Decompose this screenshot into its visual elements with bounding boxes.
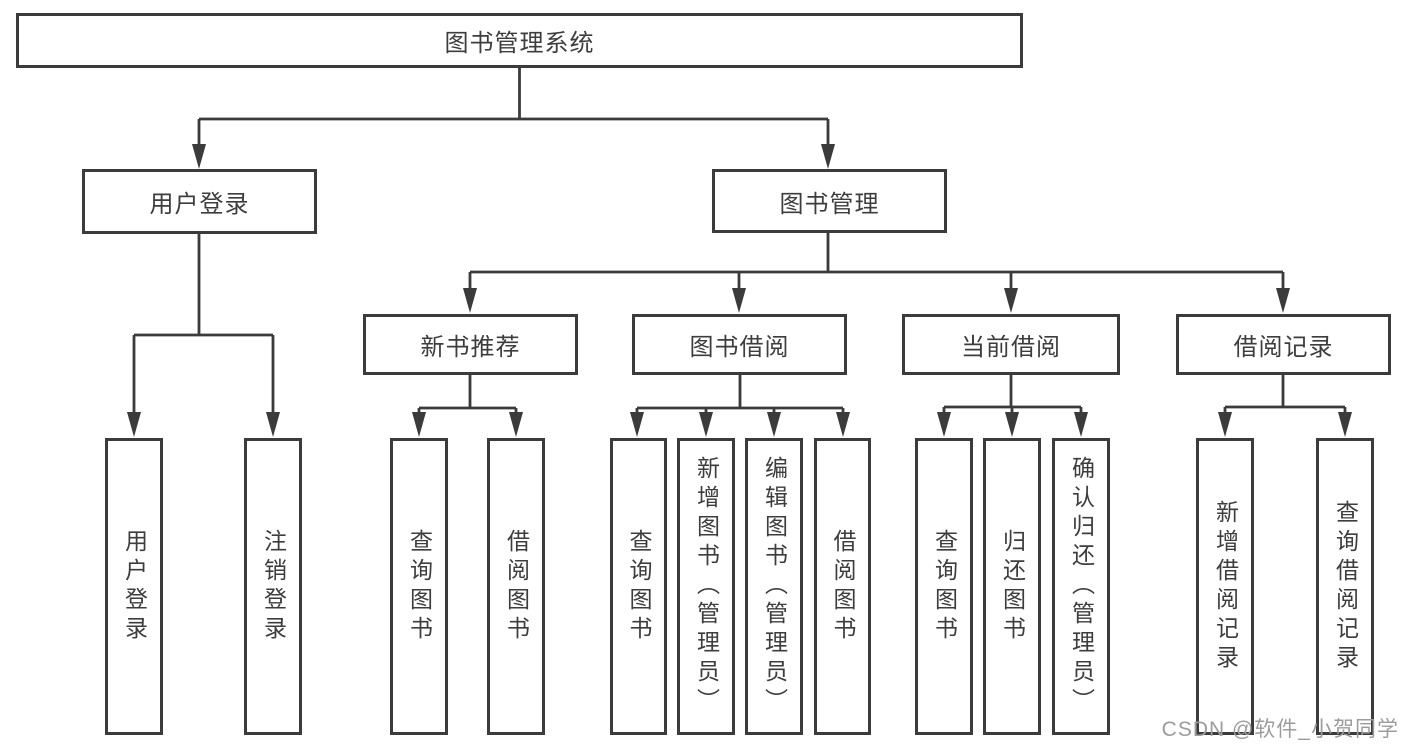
- node-book-borrowing: 图书借阅: [632, 314, 847, 375]
- arrowheads: [127, 144, 1352, 437]
- node-label: 新增借阅记录: [1212, 499, 1239, 674]
- node-label: 用户登录: [149, 191, 250, 218]
- node-add-book-admin: 新增图书（管理员）: [677, 438, 735, 735]
- node-label: 查询图书: [406, 528, 433, 645]
- node-label: 借阅图书: [503, 528, 530, 645]
- node-label: 新增图书（管理员）: [693, 456, 720, 717]
- node-borrow-records: 借阅记录: [1176, 314, 1391, 375]
- node-label: 查询图书: [626, 528, 652, 645]
- node-query-books-borrowing: 查询图书: [610, 438, 667, 735]
- node-label: 图书管理系统: [444, 30, 595, 57]
- node-logout: 注销登录: [244, 438, 302, 735]
- node-label: 查询借阅记录: [1332, 499, 1359, 674]
- node-query-books-recommend: 查询图书: [390, 438, 448, 735]
- node-borrow-books-recommend: 借阅图书: [487, 438, 545, 735]
- node-borrow-books-borrowing: 借阅图书: [814, 438, 871, 735]
- node-label: 新书推荐: [420, 334, 521, 361]
- node-add-borrow-record: 新增借阅记录: [1196, 438, 1254, 735]
- node-label: 归还图书: [999, 528, 1026, 645]
- node-user-login-leaf: 用户登录: [105, 438, 163, 735]
- node-user-login: 用户登录: [82, 169, 317, 234]
- node-confirm-return-admin: 确认归还（管理员）: [1052, 438, 1110, 735]
- node-query-borrow-record: 查询借阅记录: [1316, 438, 1374, 735]
- node-book-management: 图书管理: [712, 169, 947, 233]
- node-label: 确认归还（管理员）: [1068, 456, 1095, 717]
- node-new-book-recommend: 新书推荐: [363, 314, 578, 375]
- node-label: 借阅图书: [830, 528, 856, 645]
- node-label: 图书管理: [779, 190, 880, 218]
- node-label: 借阅记录: [1233, 334, 1334, 361]
- node-label: 用户登录: [121, 528, 148, 645]
- node-label: 查询图书: [931, 528, 958, 645]
- node-label: 当前借阅: [961, 334, 1061, 361]
- node-label: 编辑图书（管理员）: [761, 456, 788, 717]
- node-query-books-current: 查询图书: [915, 438, 973, 735]
- node-label: 图书借阅: [689, 334, 790, 361]
- node-library-system: 图书管理系统: [16, 13, 1023, 68]
- csdn-watermark: CSDN @软件_小贺同学: [1161, 718, 1399, 741]
- node-edit-book-admin: 编辑图书（管理员）: [745, 438, 803, 735]
- node-return-books: 归还图书: [983, 438, 1041, 735]
- node-current-borrowing: 当前借阅: [902, 314, 1120, 375]
- node-label: 注销登录: [260, 528, 287, 645]
